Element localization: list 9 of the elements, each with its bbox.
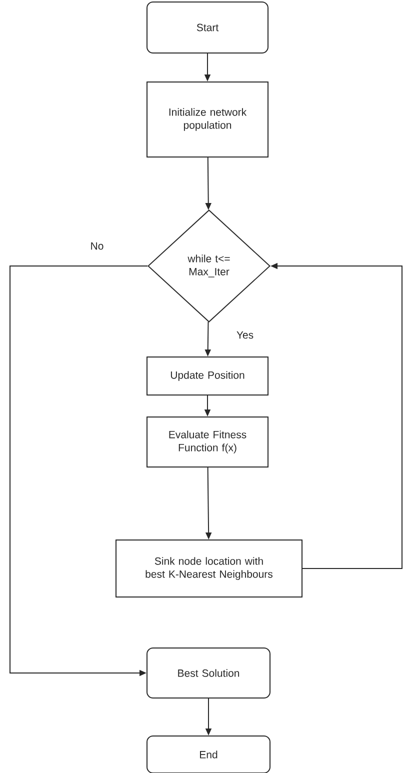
process-box: Update Position [146,356,268,396]
terminal-box: Start [146,2,268,54]
process-box: Evaluate Fitness Function f(x) [146,416,268,468]
terminal-box: End [146,736,270,773]
process-box: Initialize network population [146,82,268,158]
edge-label: Yes [235,330,255,340]
process-box: Sink node location with best K-Nearest Neighbours [116,540,302,598]
edge-label: No [89,241,105,251]
terminal-box: Best Solution [146,648,270,698]
